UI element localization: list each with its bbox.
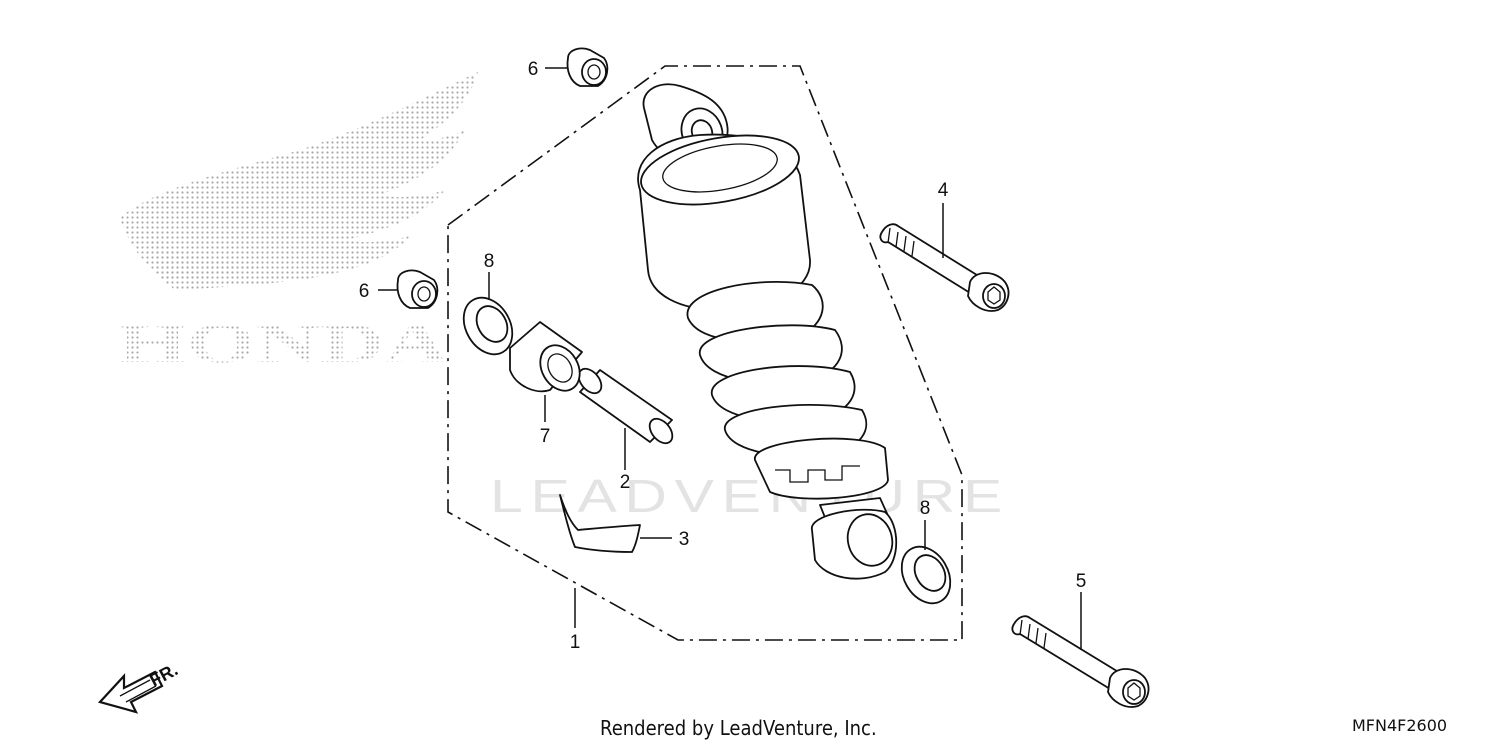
bushing-part-7 <box>509 321 583 393</box>
callout-part-4: 4 <box>938 180 949 201</box>
callout-part-8-bottom: 8 <box>920 498 931 519</box>
leader-lines <box>378 67 1082 650</box>
callout-part-1: 1 <box>570 632 581 653</box>
rear-shock-absorber <box>637 83 898 580</box>
callout-part-7: 7 <box>540 426 551 447</box>
callout-part-6-top: 6 <box>528 59 539 80</box>
leadventure-watermark: LEADVENTURE <box>490 470 1010 522</box>
callout-part-3: 3 <box>679 529 690 550</box>
bolt-part-4 <box>879 223 1010 312</box>
callout-part-2: 2 <box>620 472 631 493</box>
label-part-3 <box>559 494 641 553</box>
callout-labels: 6 6 8 7 2 3 4 8 5 1 <box>359 59 1087 653</box>
honda-wing-logo: HONDA <box>118 72 478 375</box>
nut-part-6-left <box>396 269 439 309</box>
collar-part-2 <box>577 367 674 445</box>
callout-part-6-left: 6 <box>359 281 370 302</box>
bolt-part-5 <box>1011 615 1150 708</box>
render-credit-text: Rendered by LeadVenture, Inc. <box>600 716 877 740</box>
front-direction-arrow: FR. <box>97 659 181 714</box>
honda-logo-text: HONDA <box>118 313 449 375</box>
callout-part-5: 5 <box>1076 571 1087 592</box>
nut-part-6-top <box>566 47 609 87</box>
dust-seal-part-8-top <box>462 296 514 356</box>
dust-seal-part-8-bottom <box>900 545 952 605</box>
diagram-code: MFN4F2600 <box>1352 716 1448 735</box>
assembly-boundary <box>447 65 963 641</box>
callout-part-8-top: 8 <box>484 251 495 272</box>
